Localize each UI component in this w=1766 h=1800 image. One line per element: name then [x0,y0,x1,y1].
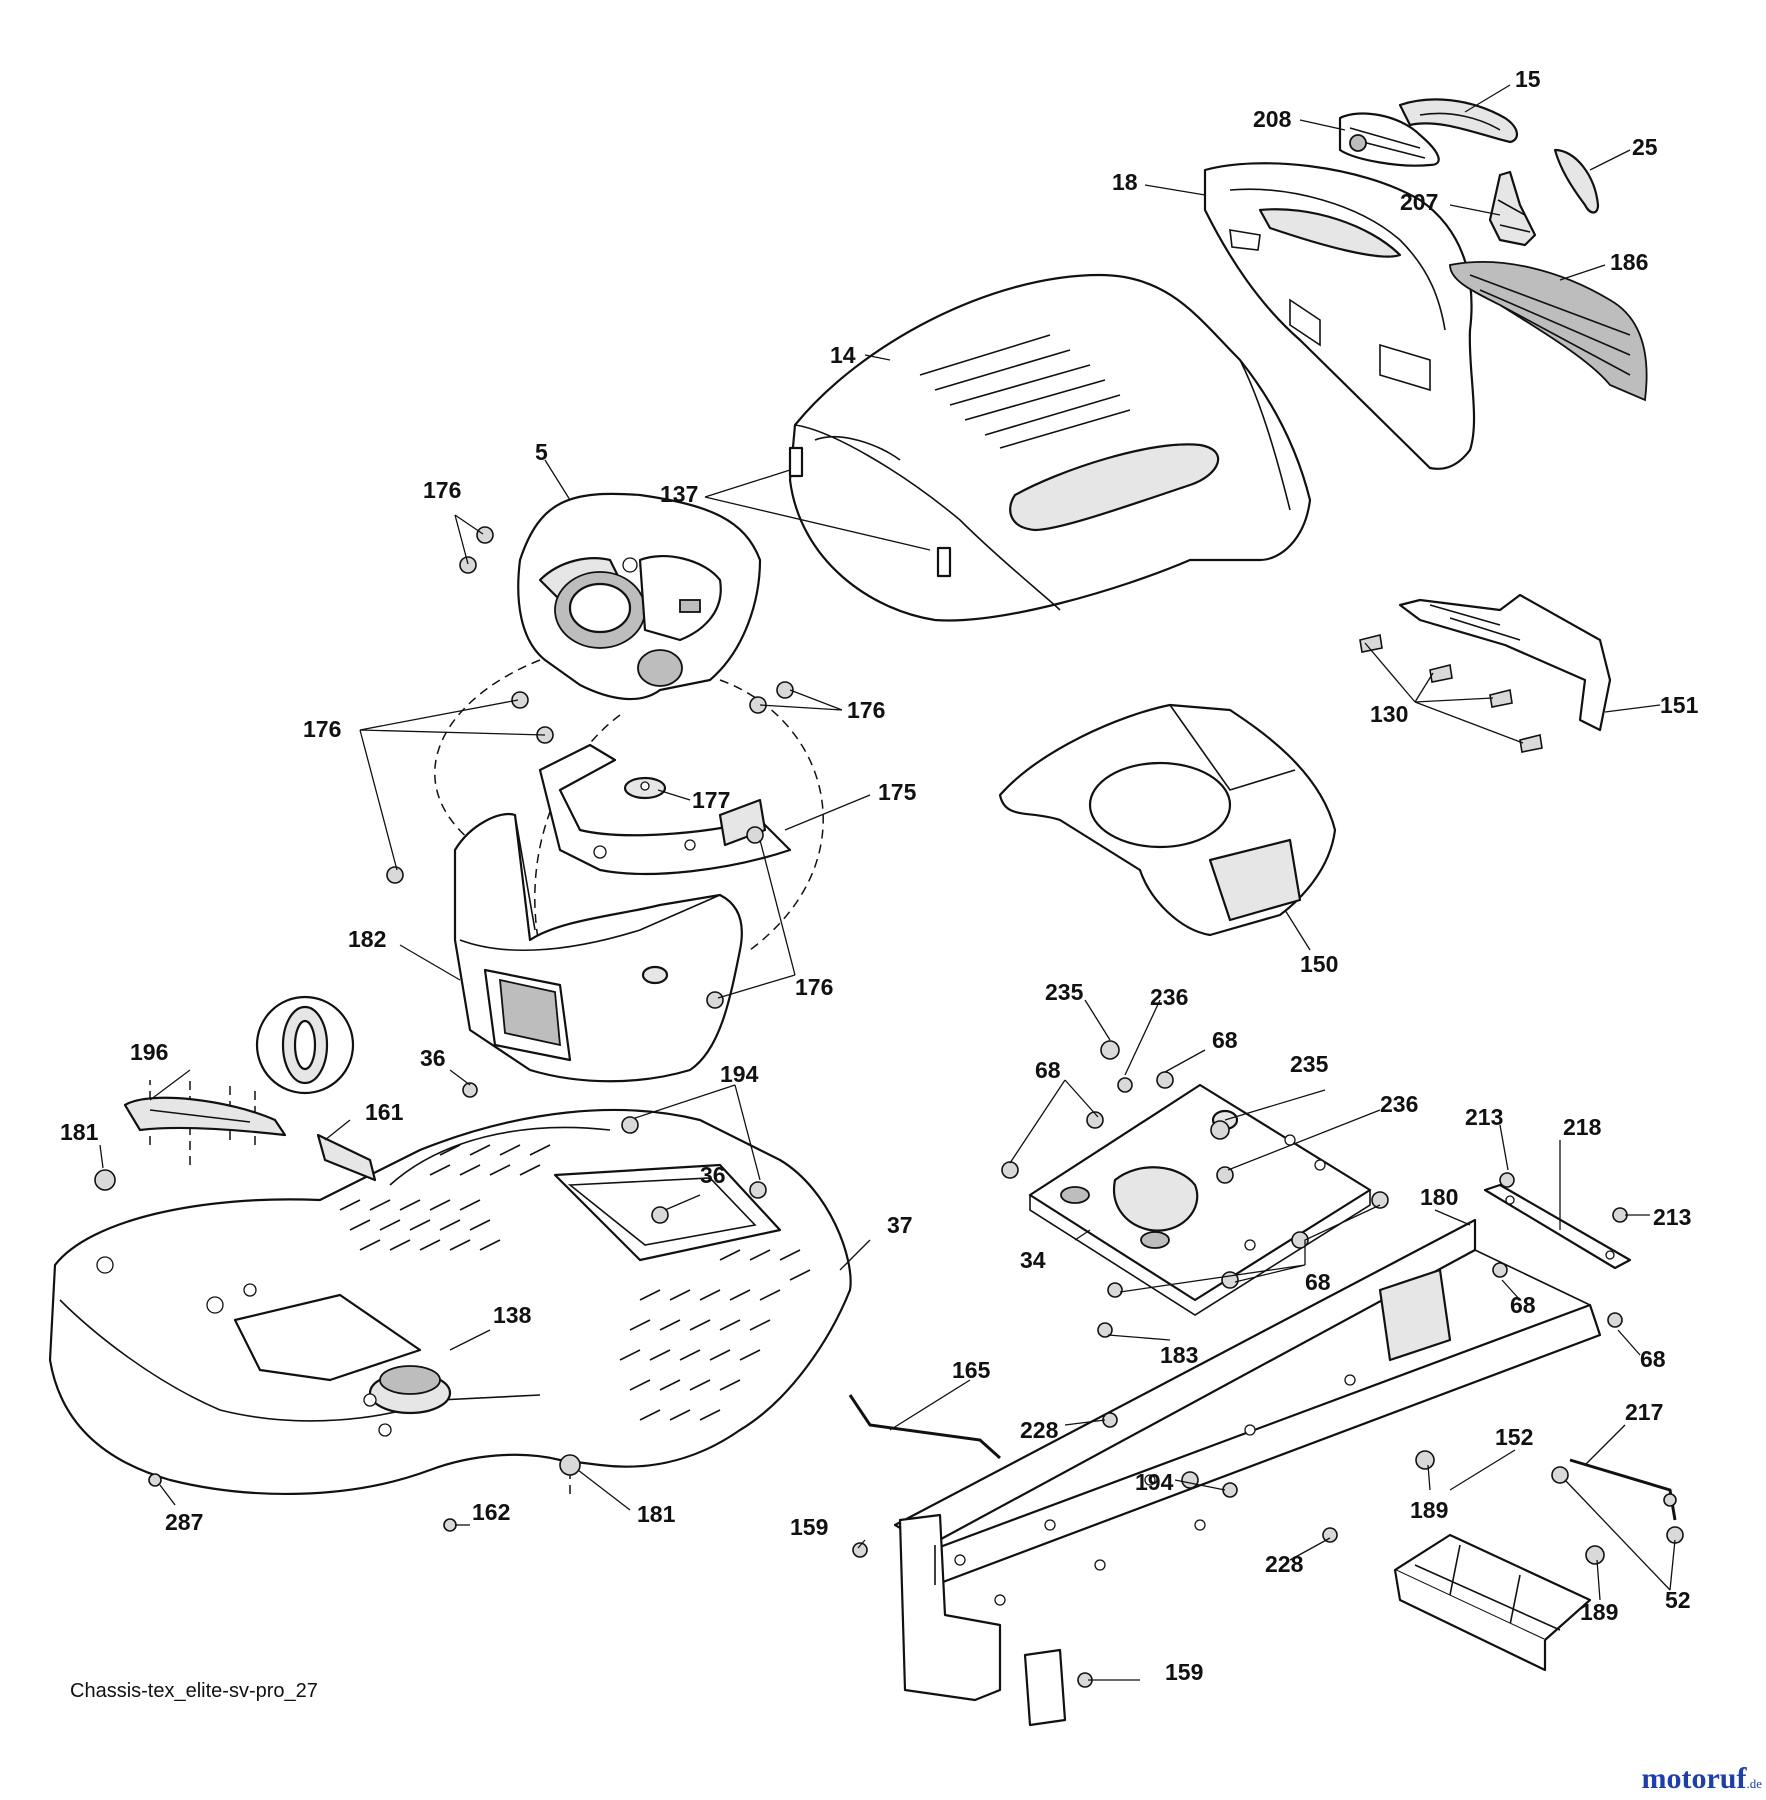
part-37-body-pan [48,1108,852,1496]
label-159-left: 159 [790,1514,828,1540]
label-161: 161 [365,1099,404,1125]
part-15-headlight-lens [1398,98,1518,144]
vent-pattern-left [339,1144,551,1251]
label-68-frame-right: 68 [1640,1346,1666,1372]
label-186: 186 [1610,249,1648,275]
label-181-left: 181 [60,1119,99,1145]
label-208: 208 [1253,106,1292,132]
part-218-bar [1483,1183,1632,1270]
label-68-top: 68 [1212,1027,1238,1053]
part-labels: 15 208 25 18 207 186 14 5 137 176 176 17… [60,66,1699,1685]
label-235-mid: 235 [1290,1051,1329,1077]
label-183: 183 [1160,1342,1198,1368]
label-138: 138 [493,1302,532,1328]
part-34-seat-plate [1028,1083,1372,1316]
label-68-frame-left: 68 [1510,1292,1536,1318]
label-68-left: 68 [1035,1057,1061,1083]
label-152: 152 [1495,1424,1533,1450]
label-130: 130 [1370,701,1408,727]
label-162: 162 [472,1499,510,1525]
label-213-right: 213 [1653,1204,1691,1230]
label-14: 14 [830,342,856,368]
part-151-front-bracket [1398,593,1612,732]
part-177-clip [623,776,667,800]
label-218: 218 [1563,1114,1602,1140]
label-181-bottom: 181 [637,1501,676,1527]
label-177: 177 [692,787,730,813]
label-37: 37 [887,1212,913,1238]
part-161-lever-detail [255,995,377,1182]
label-194-top: 194 [720,1061,759,1087]
part-196-trim [123,1096,287,1137]
part-5-dashboard [517,492,762,701]
label-180: 180 [1420,1184,1458,1210]
part-150-tank-shroud [998,703,1337,937]
label-182: 182 [348,926,386,952]
label-18: 18 [1112,169,1138,195]
label-leader-lines [99,84,1676,1681]
label-176-top: 176 [423,477,461,503]
label-165: 165 [952,1357,991,1383]
label-137: 137 [660,481,698,507]
label-207: 207 [1400,189,1438,215]
label-52: 52 [1665,1587,1691,1613]
part-207-headlight-bracket [1488,170,1537,247]
label-196: 196 [130,1039,168,1065]
label-150: 150 [1300,951,1338,977]
diagram-caption: Chassis-tex_elite-sv-pro_27 [70,1680,318,1702]
label-5: 5 [535,439,548,465]
part-152-rear-bracket [1393,1533,1592,1672]
vent-pattern-right [619,1249,811,1421]
label-159-bottom: 159 [1165,1659,1203,1685]
part-180-frame [893,1218,1602,1727]
part-130-screws [1359,634,1543,753]
label-25: 25 [1632,134,1658,160]
label-189-top: 189 [1410,1497,1448,1523]
label-36-mid: 36 [700,1162,726,1188]
part-182-pedestal-console [453,812,743,1083]
part-25-lens [1553,148,1600,214]
part-165-rod [848,1394,1002,1460]
label-213-left: 213 [1465,1104,1503,1130]
part-175-mounting-bracket [538,743,792,876]
label-228-bottom: 228 [1265,1551,1304,1577]
part-186-front-grille [1449,261,1648,402]
label-194-frame: 194 [1135,1469,1174,1495]
label-34: 34 [1020,1247,1046,1273]
label-176-bottom: 176 [795,974,833,1000]
label-228-top: 228 [1020,1417,1059,1443]
label-235-top: 235 [1045,979,1084,1005]
label-36-top: 36 [420,1045,446,1071]
label-176-right: 176 [847,697,885,723]
fasteners [94,526,1684,1688]
label-151: 151 [1660,692,1699,718]
watermark-name: motoruf [1641,1762,1747,1795]
label-189-bottom: 189 [1580,1599,1618,1625]
watermark-suffix: .de [1746,1776,1762,1791]
label-15: 15 [1515,66,1541,92]
label-176-left: 176 [303,716,341,742]
part-18-front-hood [1203,162,1476,470]
part-217-rod [1569,1458,1677,1521]
label-68-bottom: 68 [1305,1269,1331,1295]
part-208-headlight-assembly [1338,112,1440,167]
label-175: 175 [878,779,917,805]
site-watermark: motoruf.de [1641,1762,1762,1796]
label-236-top: 236 [1150,984,1188,1010]
label-236-mid: 236 [1380,1091,1418,1117]
label-287: 287 [165,1509,203,1535]
label-217: 217 [1625,1399,1663,1425]
part-14-hood [788,273,1312,622]
